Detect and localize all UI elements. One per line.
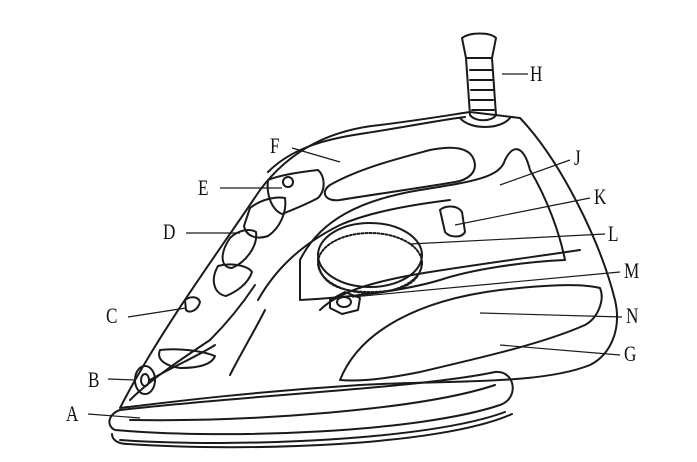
label-l: L — [608, 221, 619, 246]
label-n: N — [626, 303, 639, 328]
label-j: J — [574, 145, 581, 170]
indicator-light — [329, 291, 361, 315]
label-e: E — [198, 175, 209, 200]
label-m: M — [624, 258, 640, 283]
leader-lines — [87, 73, 623, 419]
label-a: A — [66, 401, 79, 426]
soleplate — [108, 370, 514, 449]
control-buttons — [158, 169, 325, 369]
label-d: D — [163, 219, 176, 244]
temperature-dial — [317, 222, 423, 294]
cord-guard — [459, 32, 511, 128]
body-outline — [119, 111, 618, 409]
label-f: F — [270, 133, 280, 158]
label-c: C — [106, 303, 118, 328]
label-g: G — [624, 341, 637, 366]
label-h: H — [530, 61, 543, 86]
water-window — [439, 205, 466, 238]
label-k: K — [594, 184, 607, 209]
label-b: B — [88, 367, 100, 392]
